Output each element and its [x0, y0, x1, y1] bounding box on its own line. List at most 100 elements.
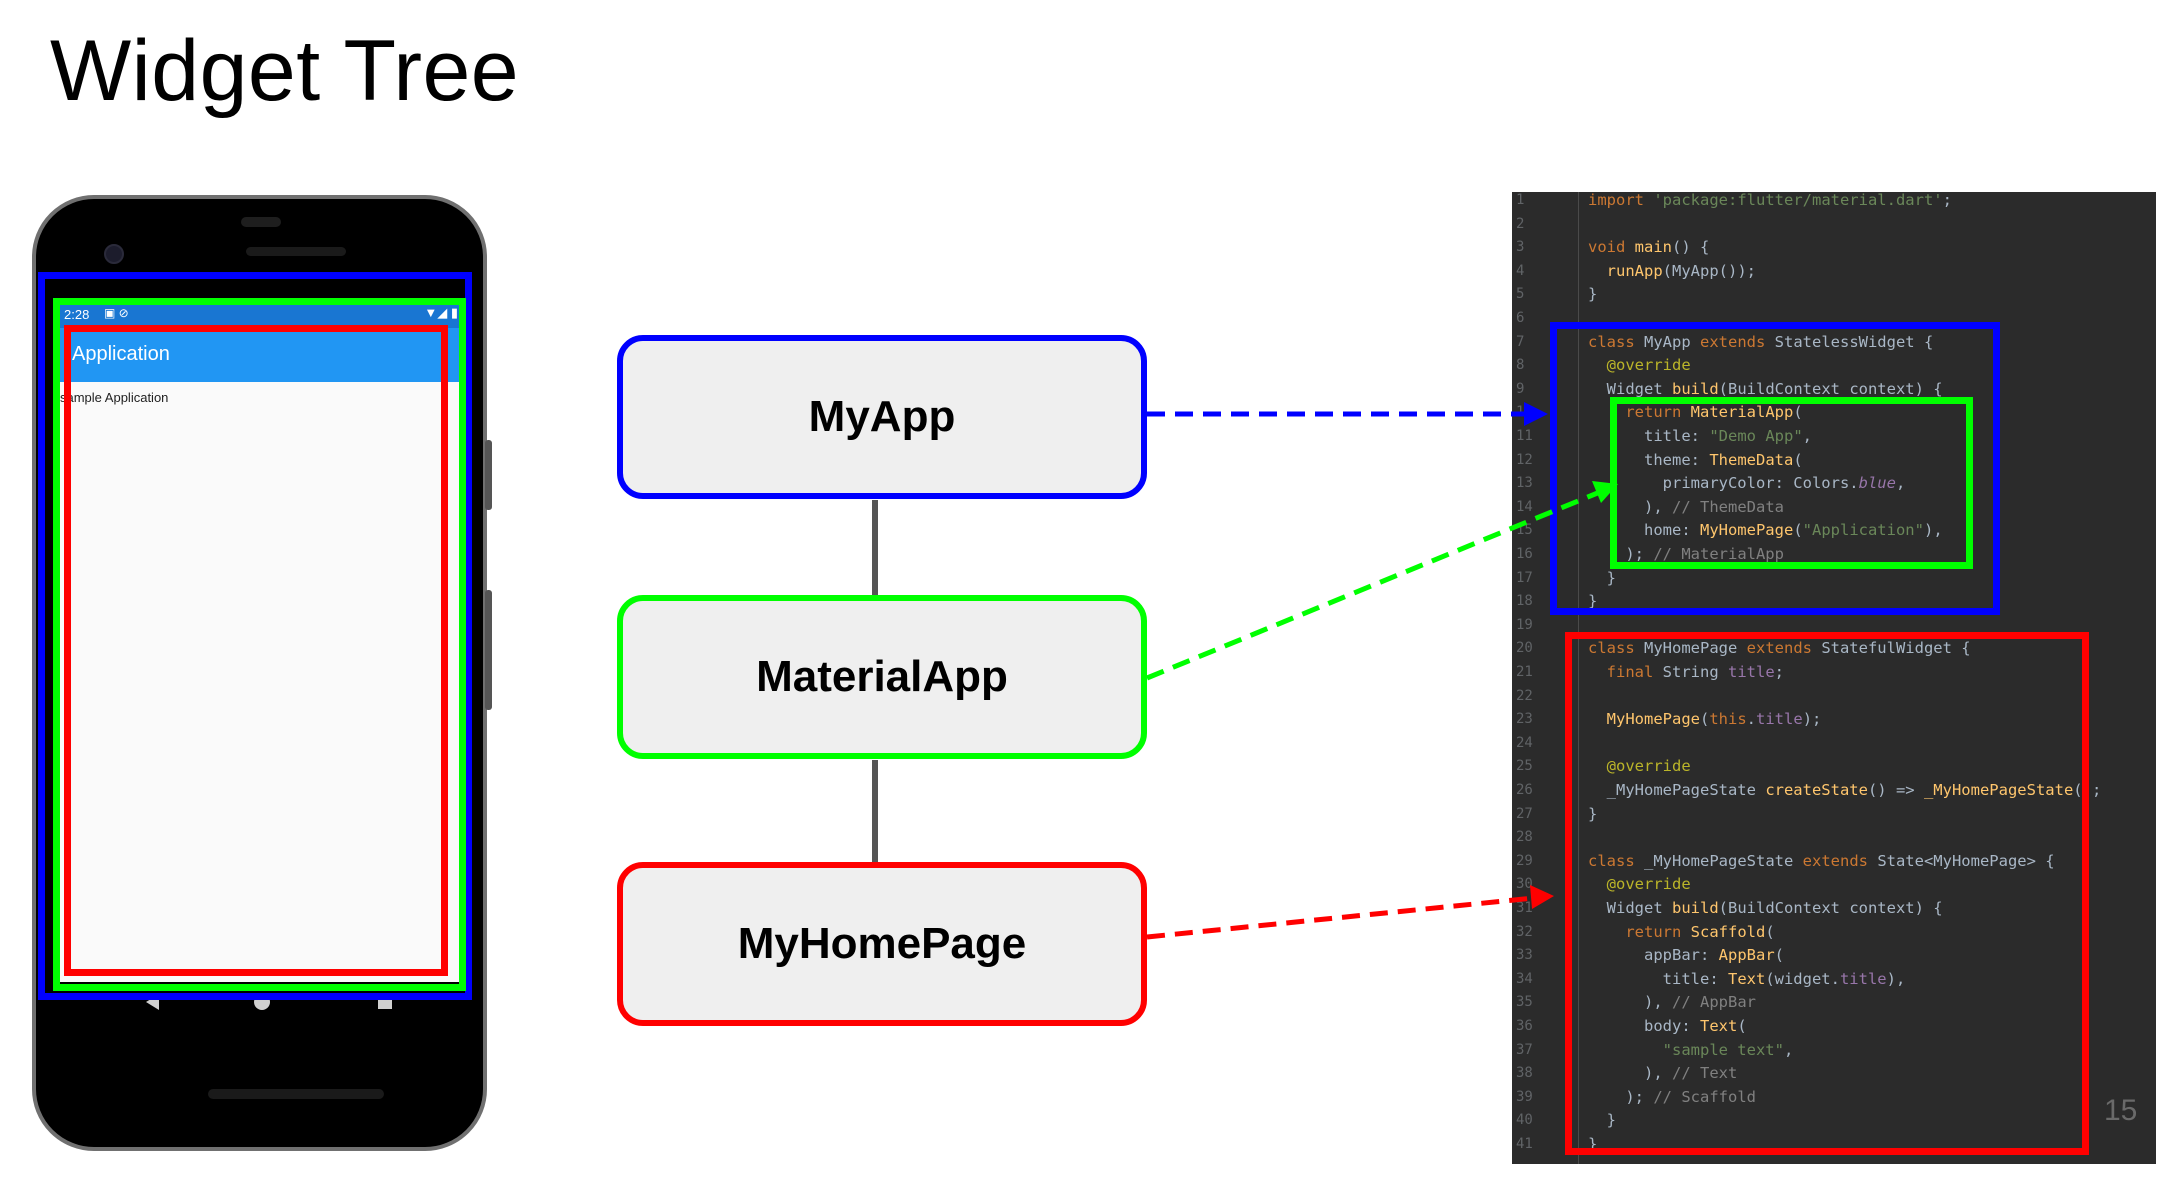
notification-icons: ▣ ⊘	[104, 306, 129, 320]
code-line: 18}	[1512, 589, 2156, 613]
code-line: 17 }	[1512, 566, 2156, 590]
node-materialapp-label: MaterialApp	[756, 652, 1008, 701]
node-myapp-label: MyApp	[808, 392, 956, 441]
code-line: 32 return Scaffold(	[1512, 920, 2156, 944]
code-text: MyHomePage(this.title);	[1606, 710, 1822, 729]
code-line: 31 Widget build(BuildContext context) {	[1512, 896, 2156, 920]
code-text: @override	[1606, 757, 1691, 776]
code-line: 8 @override	[1512, 353, 2156, 377]
materialapp-highlight-phone	[53, 298, 466, 991]
code-text: appBar: AppBar(	[1588, 946, 1784, 965]
line-number: 6	[1516, 310, 1525, 326]
line-number: 37	[1516, 1041, 1533, 1058]
code-text: ), // Text	[1588, 1064, 1738, 1083]
code-line: 37 "sample text",	[1512, 1038, 2156, 1062]
line-number: 12	[1516, 451, 1533, 468]
line-number: 8	[1516, 357, 1525, 374]
code-text: void main() {	[1588, 238, 1710, 257]
code-text: @override	[1606, 356, 1691, 375]
code-line: 16 ); // MaterialApp	[1512, 542, 2156, 566]
line-number: 9	[1516, 380, 1525, 397]
code-text: import 'package:flutter/material.dart';	[1588, 192, 1952, 209]
code-line: 25 @override	[1512, 754, 2156, 778]
code-line: 35 ), // AppBar	[1512, 990, 2156, 1014]
code-text: title: Text(widget.title),	[1588, 969, 1906, 988]
line-number: 31	[1516, 900, 1533, 916]
line-number: 27	[1516, 805, 1533, 822]
code-text: Widget build(BuildContext context) {	[1588, 899, 1943, 917]
line-number: 17	[1516, 569, 1533, 586]
code-line: 22	[1512, 684, 2156, 708]
code-line: 38 ), // Text	[1512, 1061, 2156, 1085]
code-line: 19	[1512, 613, 2156, 637]
code-text: }	[1588, 1135, 1598, 1153]
line-number: 40	[1516, 1112, 1533, 1129]
code-line: 41}	[1512, 1132, 2156, 1156]
line-number: 21	[1516, 664, 1533, 680]
code-text: "sample text",	[1662, 1040, 1794, 1059]
code-line: 9 Widget build(BuildContext context) {	[1512, 377, 2156, 401]
code-text: }	[1588, 804, 1598, 823]
code-line: 3 void main() {	[1512, 235, 2156, 259]
code-line: 23 MyHomePage(this.title);	[1512, 707, 2156, 731]
phone-power-button	[485, 440, 492, 510]
line-number: 23	[1516, 711, 1533, 728]
code-text: ), // AppBar	[1588, 993, 1756, 1012]
code-text: @override	[1606, 875, 1691, 894]
app-bar: Application	[56, 328, 466, 382]
slide-title: Widget Tree	[50, 23, 520, 119]
code-line: 6	[1512, 306, 2156, 330]
myhomepage-highlight-code	[1565, 632, 2089, 1155]
line-number: 26	[1516, 782, 1533, 798]
line-number: 4	[1516, 262, 1525, 279]
signal-battery-icons: ▼◢ ▮	[424, 305, 458, 320]
code-text: home: MyHomePage("Application"),	[1588, 521, 1943, 540]
line-number: 29	[1516, 852, 1533, 869]
code-line: 4 runApp(MyApp());	[1512, 259, 2156, 283]
line-number: 41	[1516, 1136, 1533, 1152]
code-line: 13 primaryColor: Colors.blue,	[1512, 471, 2156, 495]
code-line: 2	[1512, 212, 2156, 236]
phone-earpiece	[246, 247, 346, 256]
line-number: 16	[1516, 546, 1533, 562]
phone-speaker	[241, 217, 281, 227]
arrow-myapp	[1147, 402, 1548, 426]
line-number: 18	[1516, 593, 1533, 610]
line-number: 11	[1516, 428, 1533, 444]
code-line: 11 title: "Demo App",	[1512, 424, 2156, 448]
code-text: }	[1588, 1111, 1616, 1130]
line-number: 30	[1516, 876, 1533, 893]
code-text: theme: ThemeData(	[1588, 450, 1803, 469]
phone-screen: 2:28 ▣ ⊘ ▼◢ ▮ Application sample Applica…	[56, 302, 466, 982]
node-myapp: MyApp	[617, 335, 1147, 499]
code-line: 12 theme: ThemeData(	[1512, 448, 2156, 472]
code-text: ); // Scaffold	[1588, 1087, 1756, 1106]
code-line: 34 title: Text(widget.title),	[1512, 967, 2156, 991]
body-text: sample Application	[60, 390, 169, 405]
code-line: 24	[1512, 731, 2156, 755]
code-line: 26 _MyHomePageState createState() => _My…	[1512, 778, 2156, 802]
phone-volume-button	[485, 590, 492, 710]
status-bar: 2:28 ▣ ⊘ ▼◢ ▮	[56, 302, 466, 328]
code-text: class _MyHomePageState extends State<MyH…	[1588, 851, 2055, 870]
line-number: 36	[1516, 1018, 1533, 1034]
app-bar-title: Application	[72, 343, 170, 365]
line-number: 2	[1516, 215, 1525, 232]
line-number: 20	[1516, 640, 1533, 657]
line-number: 39	[1516, 1088, 1533, 1105]
line-number: 25	[1516, 758, 1533, 775]
code-text: primaryColor: Colors.blue,	[1588, 474, 1906, 493]
code-text: return MaterialApp(	[1625, 403, 1803, 422]
line-number: 3	[1516, 239, 1525, 256]
code-line: 28	[1512, 825, 2156, 849]
line-number: 34	[1516, 970, 1533, 987]
code-line: 10 return MaterialApp(	[1512, 400, 2156, 424]
phone-mockup: 2:28 ▣ ⊘ ▼◢ ▮ Application sample Applica…	[32, 195, 487, 1151]
line-number: 14	[1516, 498, 1533, 515]
line-number: 19	[1516, 616, 1533, 633]
code-line: 5}	[1512, 282, 2156, 306]
